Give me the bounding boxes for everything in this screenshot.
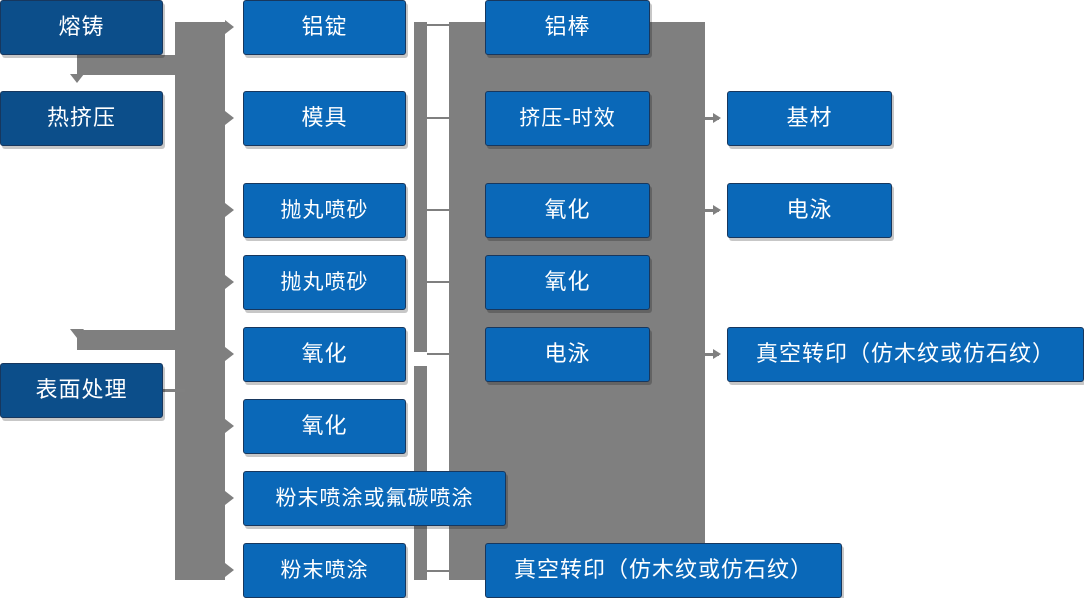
panel-arrow-icon-2 [713, 205, 721, 215]
operation-box-luding[interactable]: 铝锭 [243, 0, 406, 55]
stage-box-rejiya[interactable]: 热挤压 [0, 91, 163, 146]
panel-arrow-icon-1 [713, 113, 721, 123]
stage-box-label: 表面处理 [35, 377, 128, 403]
trunk-arrow-icon-6 [225, 419, 234, 433]
stage-box-biaomianchuli[interactable]: 表面处理 [0, 363, 163, 418]
stage3-connector-stem [163, 389, 185, 392]
operation-box-label: 模具 [301, 105, 348, 131]
operation-box-label: 氧化 [301, 413, 348, 439]
output-box-zhenkongzhuanyin-right[interactable]: 真空转印（仿木纹或仿石纹） [727, 327, 1084, 382]
operation-box-muju[interactable]: 模具 [243, 91, 406, 146]
treatment-box-label: 挤压-时效 [519, 106, 616, 130]
output-box-label: 真空转印（仿木纹或仿石纹） [755, 341, 1055, 367]
trunk-arrow-icon-1 [225, 20, 234, 34]
operation-box-label: 抛丸喷砂 [280, 270, 369, 294]
treatment-box-jiya-shixiao[interactable]: 挤压-时效 [485, 91, 650, 146]
operation-box-label: 粉末喷涂 [280, 558, 369, 582]
out2-stem [705, 209, 719, 212]
treatment-box-yanghua-1[interactable]: 氧化 [485, 183, 650, 238]
treatment-box-dianyong[interactable]: 电泳 [485, 327, 650, 382]
mid-tie-5 [427, 353, 453, 355]
output-box-jicai[interactable]: 基材 [727, 91, 892, 146]
trunk-arrow-icon-3 [225, 203, 234, 217]
mid-tie-3 [427, 209, 453, 211]
panel-arrow-icon-3 [713, 349, 721, 359]
mid-tie-6 [427, 570, 453, 572]
operation-box-label: 抛丸喷砂 [280, 198, 369, 222]
left-trunk-bottom-stub [77, 330, 175, 350]
treatment-box-yanghua-2[interactable]: 氧化 [485, 255, 650, 310]
output-box-label: 铝棒 [544, 14, 591, 40]
trunk-arrow-icon-4 [225, 275, 234, 289]
out3-stem [705, 353, 719, 356]
left-trunk-bar [175, 22, 225, 580]
output-box-label: 基材 [786, 105, 833, 131]
stage1-to-stage2-arrow-icon [70, 74, 84, 83]
left-trunk-top-stub [77, 55, 175, 75]
mid-tie-1 [427, 24, 453, 26]
operation-box-label: 氧化 [301, 341, 348, 367]
operation-box-label: 铝锭 [301, 14, 348, 40]
operation-box-yanghua-2[interactable]: 氧化 [243, 399, 406, 454]
output-box-label: 真空转印（仿木纹或仿石纹） [513, 557, 813, 583]
operation-box-yanghua-1[interactable]: 氧化 [243, 327, 406, 382]
trunk-arrow-icon-7 [225, 491, 234, 505]
treatment-box-label: 氧化 [544, 269, 591, 295]
stage-box-rongzhu[interactable]: 熔铸 [0, 0, 163, 55]
operation-box-label: 粉末喷涂或氟碳喷涂 [275, 486, 474, 510]
output-box-dianyong[interactable]: 电泳 [727, 183, 892, 238]
mid-tie-2 [427, 117, 453, 119]
operation-box-fenmopentu[interactable]: 粉末喷涂 [243, 543, 406, 598]
trunk-arrow-icon-8 [225, 563, 234, 577]
stage-box-label: 熔铸 [58, 14, 105, 40]
output-box-label: 电泳 [786, 197, 833, 223]
out1-stem [705, 117, 719, 120]
trunk-arrow-icon-5 [225, 347, 234, 361]
operation-box-paowanpensha-1[interactable]: 抛丸喷砂 [243, 183, 406, 238]
stage2-to-stage3-arrow-icon [70, 329, 84, 338]
treatment-box-label: 氧化 [544, 197, 591, 223]
mid-narrow-bar-upper [414, 22, 427, 352]
trunk-arrow-icon-2 [225, 111, 234, 125]
operation-box-fenmopentu-huo-futan[interactable]: 粉末喷涂或氟碳喷涂 [243, 471, 506, 526]
operation-box-paowanpensha-2[interactable]: 抛丸喷砂 [243, 255, 406, 310]
mid-tie-4 [427, 281, 453, 283]
stage-box-label: 热挤压 [46, 105, 116, 131]
output-box-lubang[interactable]: 铝棒 [485, 0, 650, 55]
output-box-zhenkongzhuanyin-bottom[interactable]: 真空转印（仿木纹或仿石纹） [485, 543, 842, 598]
treatment-box-label: 电泳 [544, 341, 591, 367]
